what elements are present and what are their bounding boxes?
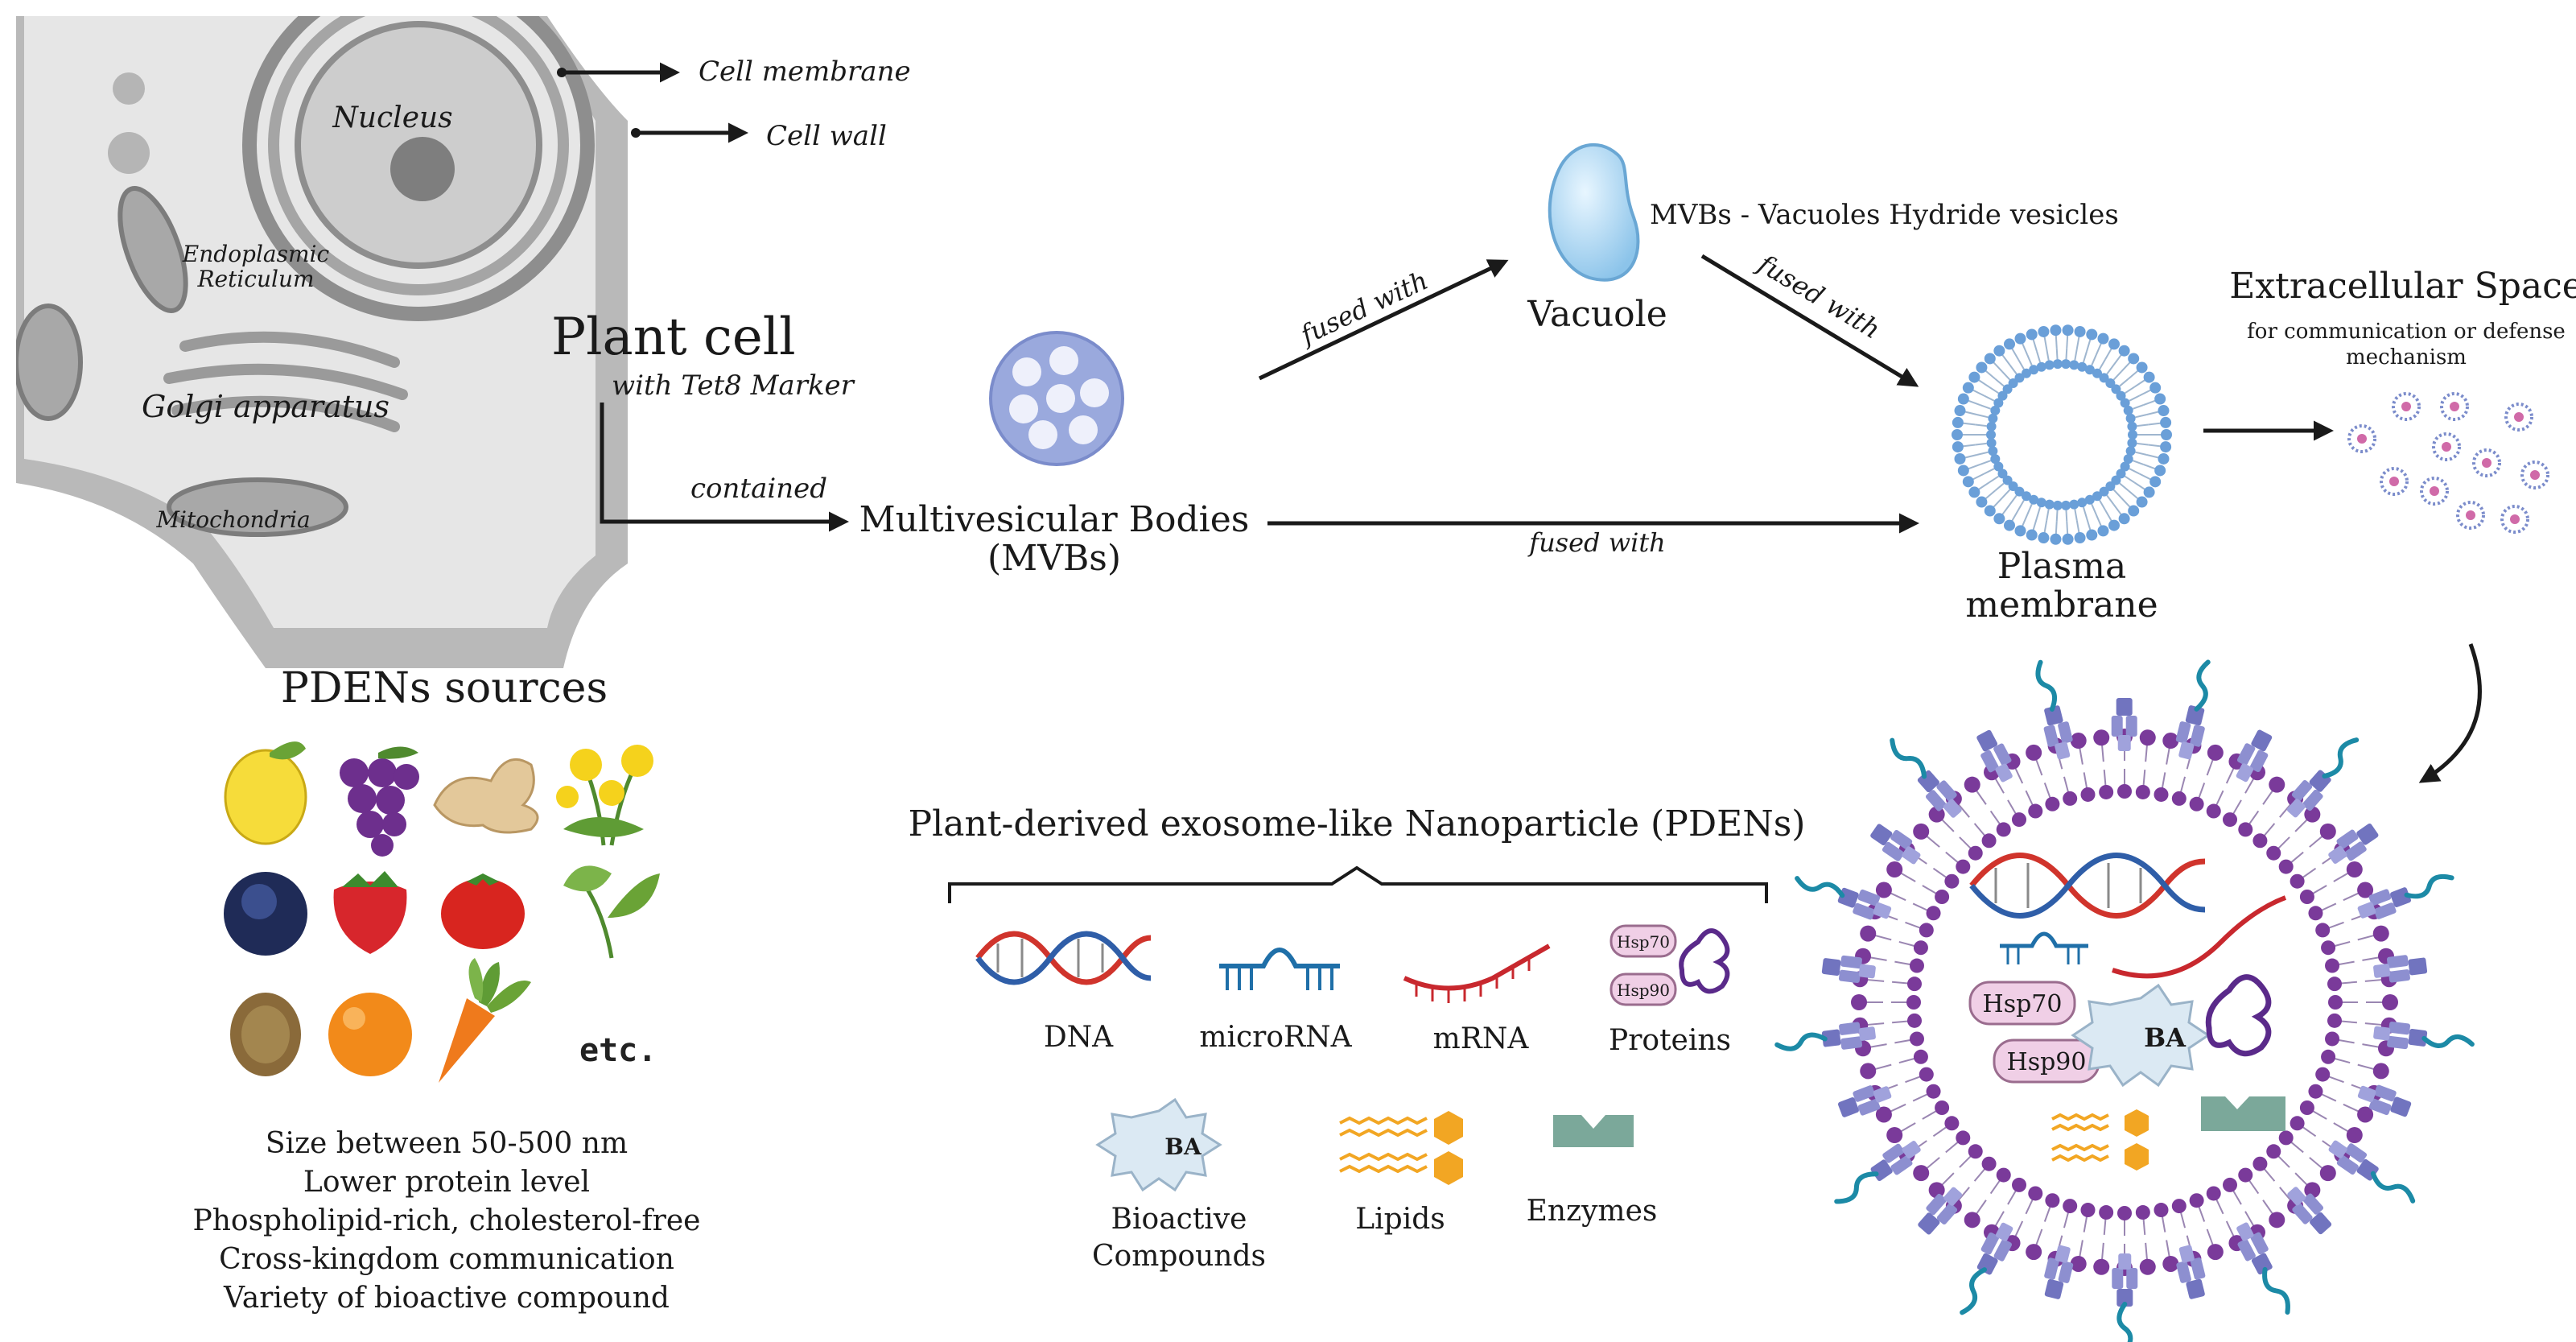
tea-leaf-icon xyxy=(563,865,660,959)
bioactive-compound-icon: BA xyxy=(1095,1097,1222,1192)
property-bioactive: Variety of bioactive compound xyxy=(223,1282,670,1315)
bioactive-label-line1: Bioactive xyxy=(1111,1203,1247,1236)
extracellular-title: Extracellular Space xyxy=(2229,266,2576,307)
mvb-icon xyxy=(989,331,1124,466)
fruit-grid xyxy=(224,741,660,1083)
bioactive-label-line2: Compounds xyxy=(1092,1240,1266,1273)
property-phospholipid: Phospholipid-rich, cholesterol-free xyxy=(192,1204,700,1237)
lipids-label: Lipids xyxy=(1355,1203,1445,1236)
cargo-microrna-icon xyxy=(2000,931,2088,964)
plant-cell-title: Plant cell xyxy=(551,308,796,367)
golgi-apparatus xyxy=(163,331,408,432)
hsp90-small-label: Hsp90 xyxy=(1617,981,1670,1000)
plasma-membrane-icon xyxy=(1952,324,2172,545)
cargo-protein-icon xyxy=(2205,974,2272,1057)
plasma-membrane-label-line1: Plasma xyxy=(1997,546,2126,587)
exosome-cluster xyxy=(2347,392,2549,534)
fused-with-label-3: fused with xyxy=(1527,527,1666,558)
mrna-label: mRNA xyxy=(1433,1022,1530,1055)
mitochondria-label: Mitochondria xyxy=(155,506,310,533)
ba-small-label: BA xyxy=(1164,1133,1202,1160)
plant-cell-subtitle: with Tet8 Marker xyxy=(612,370,855,402)
cargo-mrna-icon xyxy=(2112,895,2287,979)
vacuole-icon xyxy=(1548,142,1640,282)
etc-label: etc. xyxy=(579,1032,657,1069)
strawberry-icon xyxy=(333,871,407,954)
pdens-bracket xyxy=(948,865,1768,903)
property-cross-kingdom: Cross-kingdom communication xyxy=(219,1243,674,1276)
orange-icon xyxy=(328,993,412,1076)
cell-membrane-label: Cell membrane xyxy=(699,56,911,88)
proteins-label: Proteins xyxy=(1609,1024,1731,1057)
pden-cargo: Hsp70 Hsp90 BA xyxy=(1968,853,2287,1171)
plant-cell-illustration: Nucleus Endoplasmic Reticulum Golgi appa… xyxy=(16,16,911,668)
mvb-label-line1: Multivesicular Bodies xyxy=(859,499,1250,540)
cargo-lipid-icon xyxy=(2051,1109,2149,1171)
cargo-ba-icon xyxy=(2071,983,2211,1088)
hsp70-small-label: Hsp70 xyxy=(1617,932,1670,952)
cargo-ba-label: BA xyxy=(2144,1022,2187,1053)
cargo-enzyme-icon xyxy=(2201,1096,2285,1131)
pdens-title: Plant-derived exosome-like Nanoparticle … xyxy=(909,803,1806,844)
cargo-dna-icon xyxy=(1969,853,2206,919)
lipids-icon xyxy=(1339,1111,1463,1185)
golgi-label: Golgi apparatus xyxy=(142,389,389,424)
pdens-sources-title: PDENs sources xyxy=(281,664,608,712)
dandelion-icon xyxy=(556,745,653,846)
er-label-line1: Endoplasmic xyxy=(182,241,330,267)
nucleus xyxy=(242,16,595,321)
property-size: Size between 50-500 nm xyxy=(266,1127,628,1160)
ginger-icon xyxy=(433,758,539,834)
pden-vesicle-illustration xyxy=(1774,659,2475,1342)
proteins-icon: Hsp70 Hsp90 xyxy=(1609,924,1730,1006)
enzymes-label: Enzymes xyxy=(1527,1195,1658,1228)
carrot-icon xyxy=(439,958,531,1083)
mitochondrion xyxy=(167,477,348,537)
microrna-label: microRNA xyxy=(1199,1021,1352,1054)
er-label-line2: Reticulum xyxy=(196,266,314,292)
blueberry-icon xyxy=(224,872,307,956)
cell-wall-label: Cell wall xyxy=(766,120,887,152)
cargo-hsp70-label: Hsp70 xyxy=(1983,990,2063,1018)
mrna-icon xyxy=(1403,944,1551,1003)
lemon-icon xyxy=(224,741,307,845)
kiwi-icon xyxy=(230,993,301,1076)
hybrid-vesicle-label: MVBs - Vacuoles Hydride vesicles xyxy=(1650,199,2119,231)
plasma-membrane-label-line2: membrane xyxy=(1965,584,2158,626)
grape-icon xyxy=(340,746,419,857)
cargo-hsp90-label: Hsp90 xyxy=(2007,1048,2087,1076)
dna-label: DNA xyxy=(1044,1021,1114,1054)
contained-label: contained xyxy=(690,473,827,505)
property-protein: Lower protein level xyxy=(303,1166,590,1199)
tomato-icon xyxy=(441,873,525,949)
mvb-label-line2: (MVBs) xyxy=(987,538,1121,579)
microrna-icon xyxy=(1219,948,1340,990)
extracellular-sub-line1: for communication or defense xyxy=(2247,320,2566,344)
enzyme-icon xyxy=(1553,1115,1634,1147)
vacuole-label: Vacuole xyxy=(1527,294,1667,335)
dna-icon xyxy=(975,931,1152,985)
nucleus-label: Nucleus xyxy=(332,101,452,134)
extracellular-sub-line2: mechanism xyxy=(2346,345,2467,370)
pdens-properties-list: Size between 50-500 nm Lower protein lev… xyxy=(192,1127,700,1315)
